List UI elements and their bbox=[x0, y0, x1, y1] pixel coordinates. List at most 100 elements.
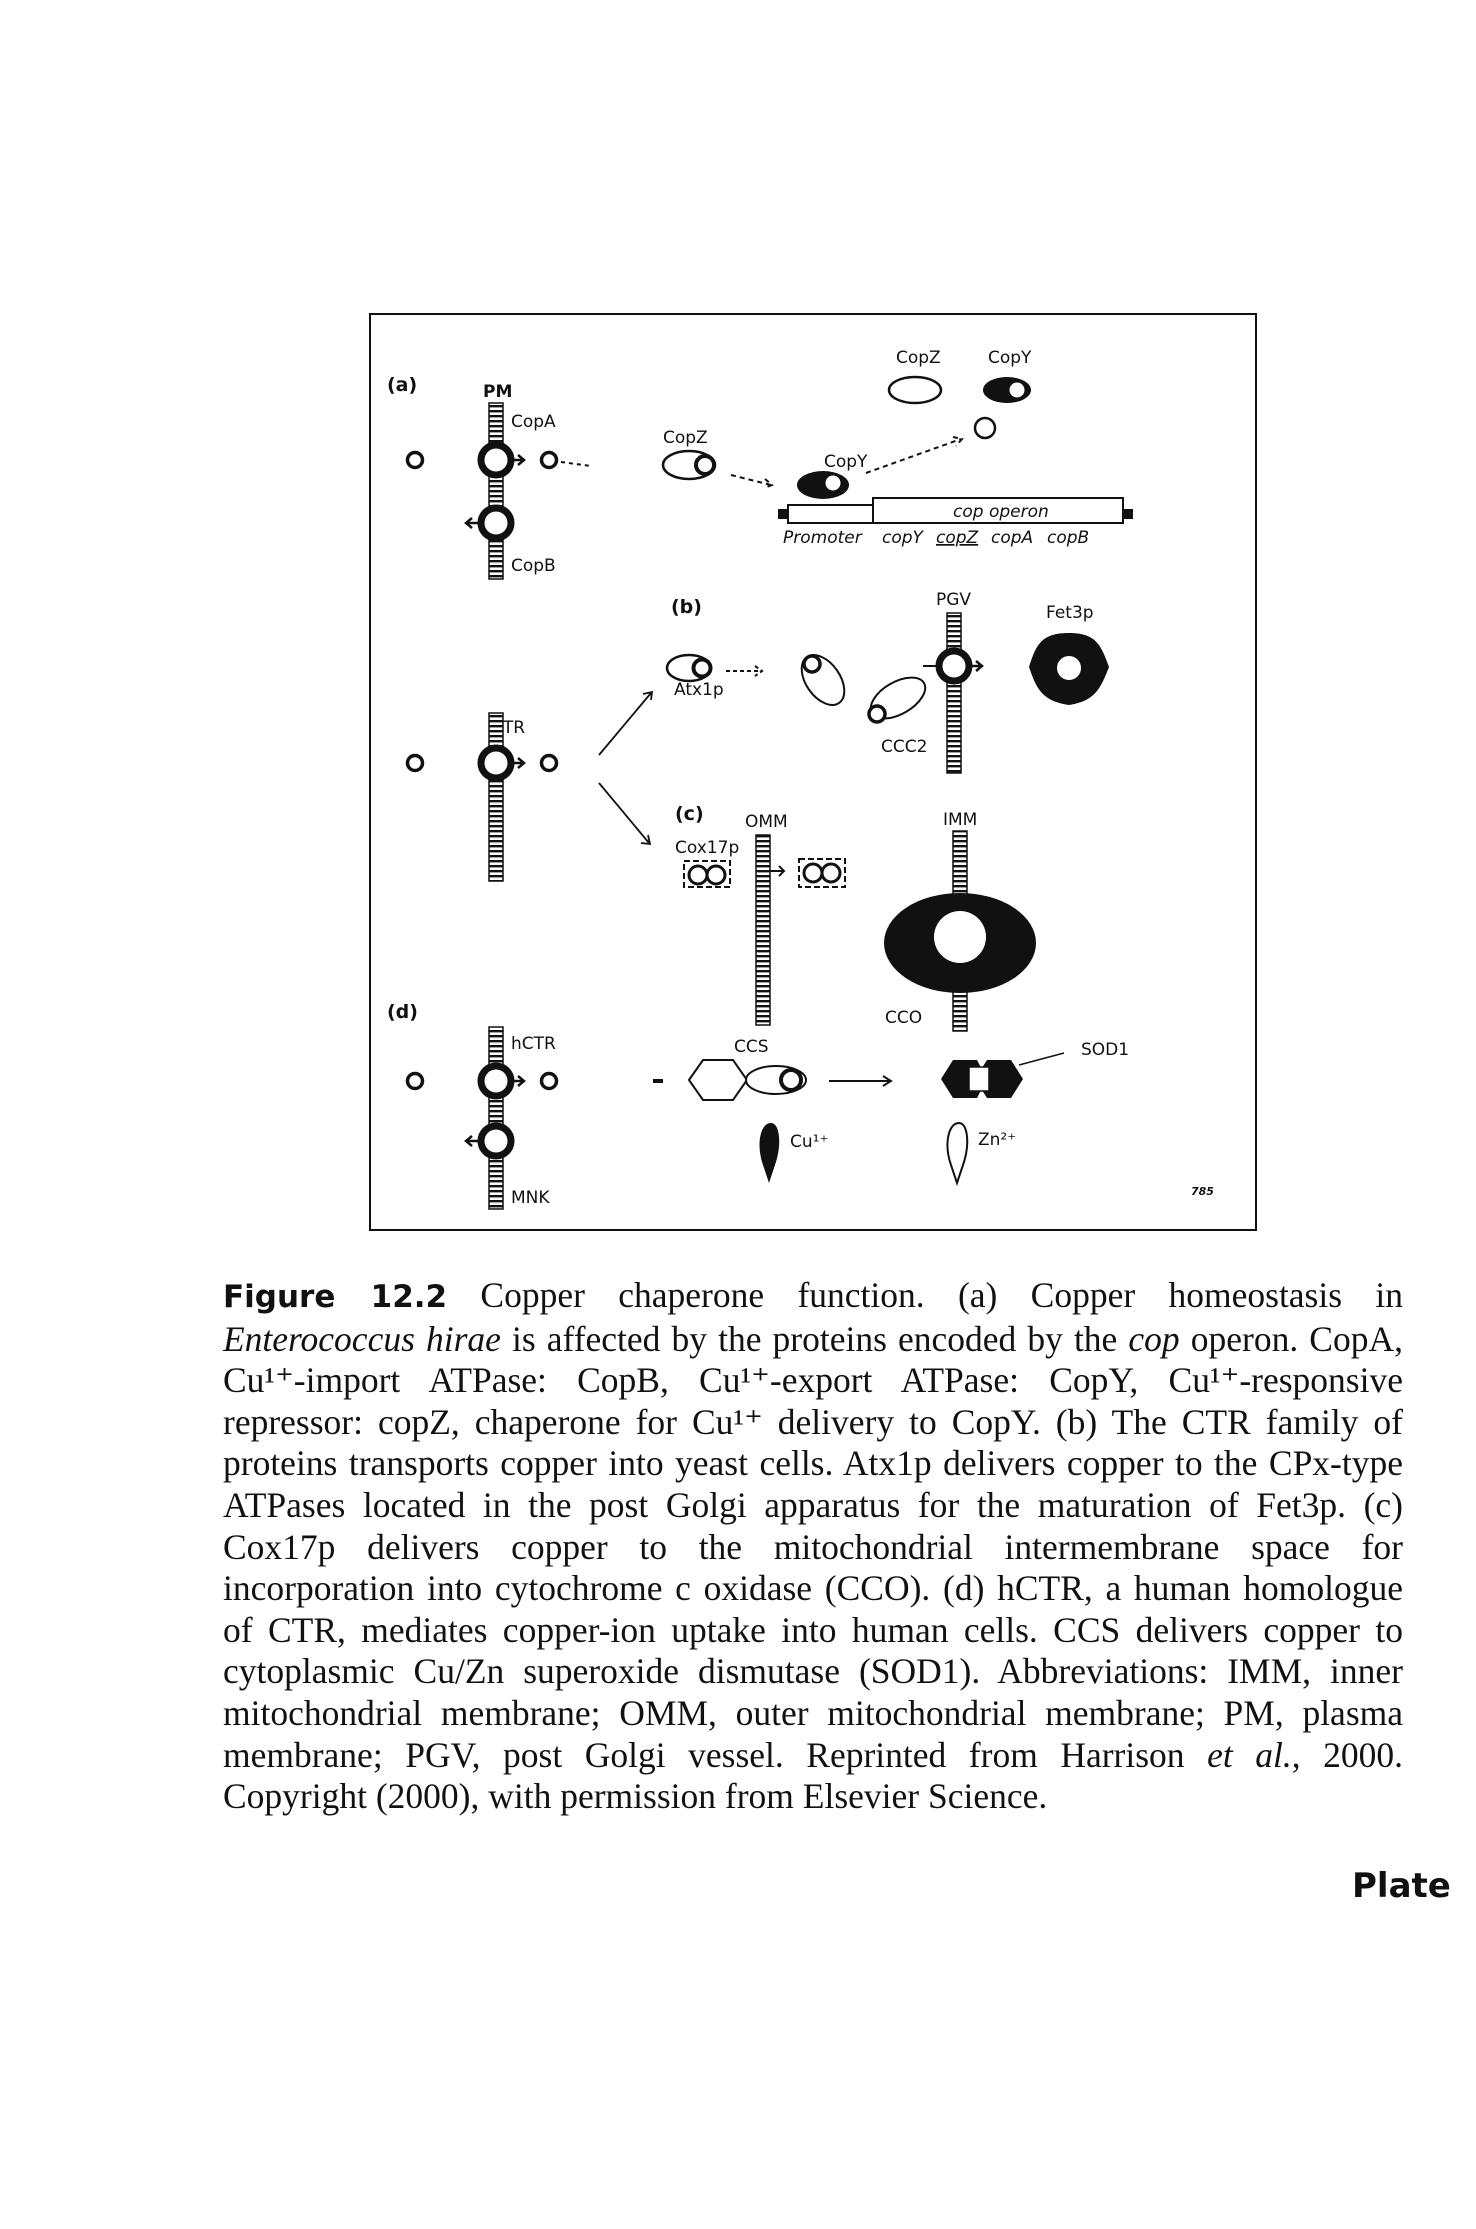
copa-arrow-icon bbox=[511, 454, 526, 466]
label-cox17p: Cox17p bbox=[675, 838, 739, 858]
copy-bound-copper bbox=[822, 472, 844, 494]
promoter-region bbox=[787, 504, 874, 524]
label-copz-top: CopZ bbox=[896, 348, 941, 368]
outer-mitochondrial-membrane bbox=[755, 834, 771, 1026]
label-omm: OMM bbox=[745, 812, 788, 832]
caption-label: Figure 12.2 bbox=[223, 1279, 448, 1315]
caption-etal: et al. bbox=[1207, 1734, 1292, 1775]
ccc2-arrow-icon bbox=[969, 660, 984, 672]
arrow-to-sod1 bbox=[829, 1075, 893, 1087]
copper-ion-shape-icon bbox=[759, 1123, 780, 1183]
cox17p-copper-1 bbox=[687, 864, 709, 886]
panel-label-b: (b) bbox=[671, 596, 702, 618]
caption-text-2: is affected by the proteins encoded by t… bbox=[500, 1318, 1129, 1359]
hctr-arrow-icon bbox=[511, 1075, 526, 1087]
free-copz bbox=[887, 375, 943, 405]
label-cop-operon: cop operon bbox=[953, 502, 1049, 522]
plate-marker: Plate bbox=[1352, 1866, 1451, 1906]
hctr-copper-inside bbox=[539, 1071, 559, 1091]
cop-operon-box bbox=[872, 497, 1124, 524]
mnk-arrow-icon bbox=[464, 1135, 479, 1147]
label-copy-mid: CopY bbox=[824, 452, 868, 472]
label-gene-copa: copA bbox=[991, 528, 1033, 548]
label-pgv: PGV bbox=[936, 590, 971, 610]
caption-cop: cop bbox=[1128, 1318, 1180, 1359]
label-cu-ion: Cu¹⁺ bbox=[790, 1132, 828, 1152]
cco-copper-center bbox=[934, 911, 986, 963]
label-imm: IMM bbox=[943, 810, 977, 830]
label-copb: CopB bbox=[511, 556, 556, 576]
fet3p-copper-center bbox=[1055, 654, 1083, 682]
plasma-membrane bbox=[488, 402, 504, 580]
ccc2-domain-upper bbox=[800, 654, 846, 706]
caption-species: Enterococcus hirae bbox=[223, 1318, 501, 1359]
label-mnk: MNK bbox=[511, 1188, 550, 1208]
cox17p-ims-copper-1 bbox=[802, 862, 824, 884]
arrow-to-cox17p bbox=[598, 782, 652, 846]
label-sod1: SOD1 bbox=[1081, 1040, 1129, 1060]
zinc-ion-shape-icon bbox=[946, 1121, 969, 1187]
figure-caption: Figure 12.2 Copper chaperone function. (… bbox=[223, 1275, 1403, 1818]
label-atx1p: Atx1p bbox=[674, 680, 724, 700]
sod1-leader-line bbox=[1018, 1052, 1065, 1066]
label-fet3p: Fet3p bbox=[1046, 603, 1094, 623]
ccs-sod1-like-domain bbox=[687, 1059, 749, 1101]
arrow-to-atx1p bbox=[598, 690, 654, 756]
ccc2-copper-site-1 bbox=[802, 654, 822, 674]
dash-to-ccs bbox=[653, 1079, 663, 1083]
label-copy-top: CopY bbox=[988, 348, 1032, 368]
dashed-arrow-copy-release bbox=[865, 436, 964, 474]
sod1-active-site bbox=[968, 1066, 990, 1092]
operon-right-end bbox=[1123, 509, 1133, 519]
copper-ion-inside bbox=[539, 450, 559, 470]
label-pm: PM bbox=[483, 382, 512, 402]
operon-left-end bbox=[778, 509, 788, 519]
hctr-copper-outside bbox=[405, 1071, 425, 1091]
post-golgi-vessel-membrane bbox=[946, 612, 962, 774]
yeast-plasma-membrane bbox=[488, 712, 504, 882]
atx1p-bound-copper bbox=[691, 657, 713, 679]
panel-label-d: (d) bbox=[387, 1001, 418, 1023]
caption-body: operon. CopA, Cu¹⁺-import ATPase: CopB, … bbox=[223, 1318, 1403, 1775]
omm-arrow-icon bbox=[770, 865, 786, 877]
ccs-bound-copper bbox=[779, 1068, 803, 1092]
label-promoter: Promoter bbox=[783, 528, 863, 548]
copper-ion-outside bbox=[405, 450, 425, 470]
copb-arrow-icon bbox=[464, 517, 479, 529]
copz-bound-copper bbox=[694, 454, 716, 476]
label-cco: CCO bbox=[885, 1008, 922, 1028]
label-gene-copb: copB bbox=[1047, 528, 1089, 548]
ccc2-copper-site-2 bbox=[867, 704, 887, 724]
label-gene-copy: copY bbox=[882, 528, 925, 548]
dashed-arrow-to-copz bbox=[560, 461, 592, 467]
ccc2-atpase bbox=[935, 647, 973, 685]
label-gene-copz: copZ bbox=[936, 528, 979, 548]
free-copper-ion bbox=[973, 416, 997, 440]
caption-text-1: Copper chaperone function. (a) Copper ho… bbox=[447, 1275, 1403, 1315]
ctr-copper-inside bbox=[539, 753, 559, 773]
figure-id: 785 bbox=[1191, 1185, 1214, 1198]
label-zn-ion: Zn²⁺ bbox=[978, 1130, 1016, 1150]
figure-panel: (a) PM CopA CopB CopZ CopY CopZ CopY cop… bbox=[369, 313, 1257, 1231]
label-ccc2: CCC2 bbox=[881, 737, 927, 757]
ctr-copper-outside bbox=[405, 753, 425, 773]
label-ccs: CCS bbox=[734, 1037, 769, 1057]
human-plasma-membrane bbox=[488, 1026, 504, 1210]
dashed-arrow-to-copy bbox=[730, 474, 774, 489]
panel-label-a: (a) bbox=[387, 374, 417, 396]
panel-label-c: (c) bbox=[675, 803, 704, 825]
copa-atpase bbox=[477, 441, 515, 479]
caption-tail: , 2000. Copyright (2000), with permissio… bbox=[223, 1734, 1404, 1817]
cox17p-copper-2 bbox=[705, 864, 727, 886]
label-hctr: hCTR bbox=[511, 1034, 556, 1054]
ctr-arrow-icon bbox=[511, 757, 526, 769]
hctr-transporter bbox=[477, 1062, 515, 1100]
copb-atpase bbox=[477, 504, 515, 542]
free-copy-copper bbox=[1006, 379, 1028, 401]
mnk-atpase bbox=[477, 1122, 515, 1160]
copper-chaperone-diagram: (a) PM CopA CopB CopZ CopY CopZ CopY cop… bbox=[387, 348, 1214, 1210]
cox17p-ims-copper-2 bbox=[820, 862, 842, 884]
label-copz-mid: CopZ bbox=[663, 428, 708, 448]
label-copa: CopA bbox=[511, 412, 556, 432]
dashed-arrow-to-pgv bbox=[726, 665, 764, 677]
